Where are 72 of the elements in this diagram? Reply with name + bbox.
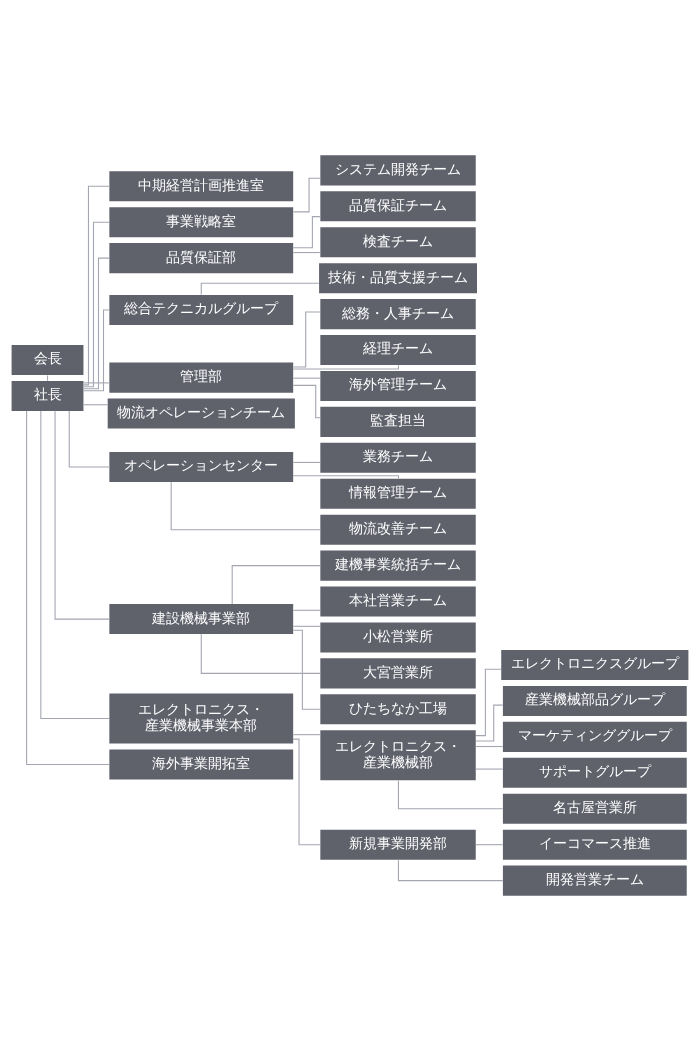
node-box: 産業機械部品グループ bbox=[502, 685, 687, 716]
node-box: サポートグループ bbox=[502, 757, 687, 788]
connector bbox=[475, 745, 504, 747]
connector bbox=[292, 177, 321, 212]
connector bbox=[292, 310, 321, 368]
connector bbox=[292, 377, 321, 379]
connector bbox=[475, 704, 504, 742]
node-box: 本社営業チーム bbox=[320, 586, 476, 617]
node-box: 技術・品質支援チーム bbox=[319, 262, 477, 293]
connector bbox=[475, 768, 504, 770]
connector bbox=[83, 403, 109, 405]
connector bbox=[292, 461, 321, 463]
node-box: 総務・人事チーム bbox=[320, 298, 476, 329]
node-box: ひたちなか工場 bbox=[320, 693, 476, 724]
node-box: システム開発チーム bbox=[320, 154, 476, 185]
node-box: 新規事業開発部 bbox=[320, 829, 476, 860]
connector bbox=[292, 215, 321, 248]
node-box: 開発営業チーム bbox=[502, 865, 687, 896]
node-box: 建機事業統括チーム bbox=[320, 550, 476, 581]
node-box: 物流オペレーションチーム bbox=[107, 398, 295, 429]
node-box: 物流改善チーム bbox=[320, 514, 476, 545]
connector bbox=[26, 410, 110, 765]
connector bbox=[397, 779, 504, 809]
node-box: 事業戦略室 bbox=[109, 206, 294, 237]
connector bbox=[82, 257, 110, 389]
connector bbox=[292, 625, 321, 627]
connector bbox=[231, 564, 321, 604]
connector bbox=[200, 633, 321, 674]
connector bbox=[40, 410, 110, 719]
node-box: 社長 bbox=[11, 380, 84, 411]
node-box: 大宮営業所 bbox=[320, 657, 476, 688]
node-box: エレクトロニクス・産業機械部 bbox=[320, 729, 476, 780]
node-box: 総合テクニカルグループ bbox=[109, 294, 294, 325]
connector bbox=[292, 609, 321, 611]
node-box: エレクトロニクス・産業機械事業本部 bbox=[109, 692, 294, 744]
node-box: 品質保証部 bbox=[109, 242, 294, 273]
node-box: イーコマース推進 bbox=[502, 829, 687, 860]
node-box: 検査チーム bbox=[320, 226, 476, 257]
connector bbox=[475, 668, 502, 736]
connector bbox=[83, 308, 110, 391]
connector bbox=[170, 481, 321, 530]
connector bbox=[83, 381, 110, 383]
connector bbox=[68, 410, 110, 468]
node-box: 経理チーム bbox=[320, 334, 476, 365]
node-box: 海外事業開拓室 bbox=[109, 748, 294, 779]
node-box: オペレーションセンター bbox=[109, 451, 294, 482]
connector bbox=[397, 859, 504, 881]
connector bbox=[83, 185, 110, 385]
node-box: マーケティンググループ bbox=[502, 721, 687, 752]
node-box: 小松営業所 bbox=[320, 621, 476, 652]
connector bbox=[200, 282, 320, 295]
node-box: 業務チーム bbox=[320, 442, 476, 473]
connector bbox=[475, 843, 504, 845]
node-box: エレクトロニクスグループ bbox=[501, 649, 689, 680]
connector bbox=[292, 251, 321, 253]
connector bbox=[54, 410, 110, 620]
node-box: 建設機械事業部 bbox=[109, 603, 294, 634]
node-box: 中期経営計画推進室 bbox=[109, 170, 294, 201]
node-box: 品質保証チーム bbox=[320, 190, 476, 221]
node-box: 会長 bbox=[11, 344, 84, 375]
connector bbox=[292, 733, 321, 735]
node-box: 監査担当 bbox=[320, 406, 476, 437]
node-box: 海外管理チーム bbox=[320, 370, 476, 401]
node-box: 情報管理チーム bbox=[320, 478, 476, 509]
connector bbox=[82, 221, 110, 387]
connector bbox=[292, 384, 321, 418]
connector bbox=[292, 629, 321, 710]
node-box: 名古屋営業所 bbox=[502, 793, 687, 824]
connector bbox=[292, 474, 399, 479]
connector bbox=[292, 738, 321, 845]
node-box: 管理部 bbox=[109, 362, 294, 393]
connector bbox=[292, 364, 399, 369]
